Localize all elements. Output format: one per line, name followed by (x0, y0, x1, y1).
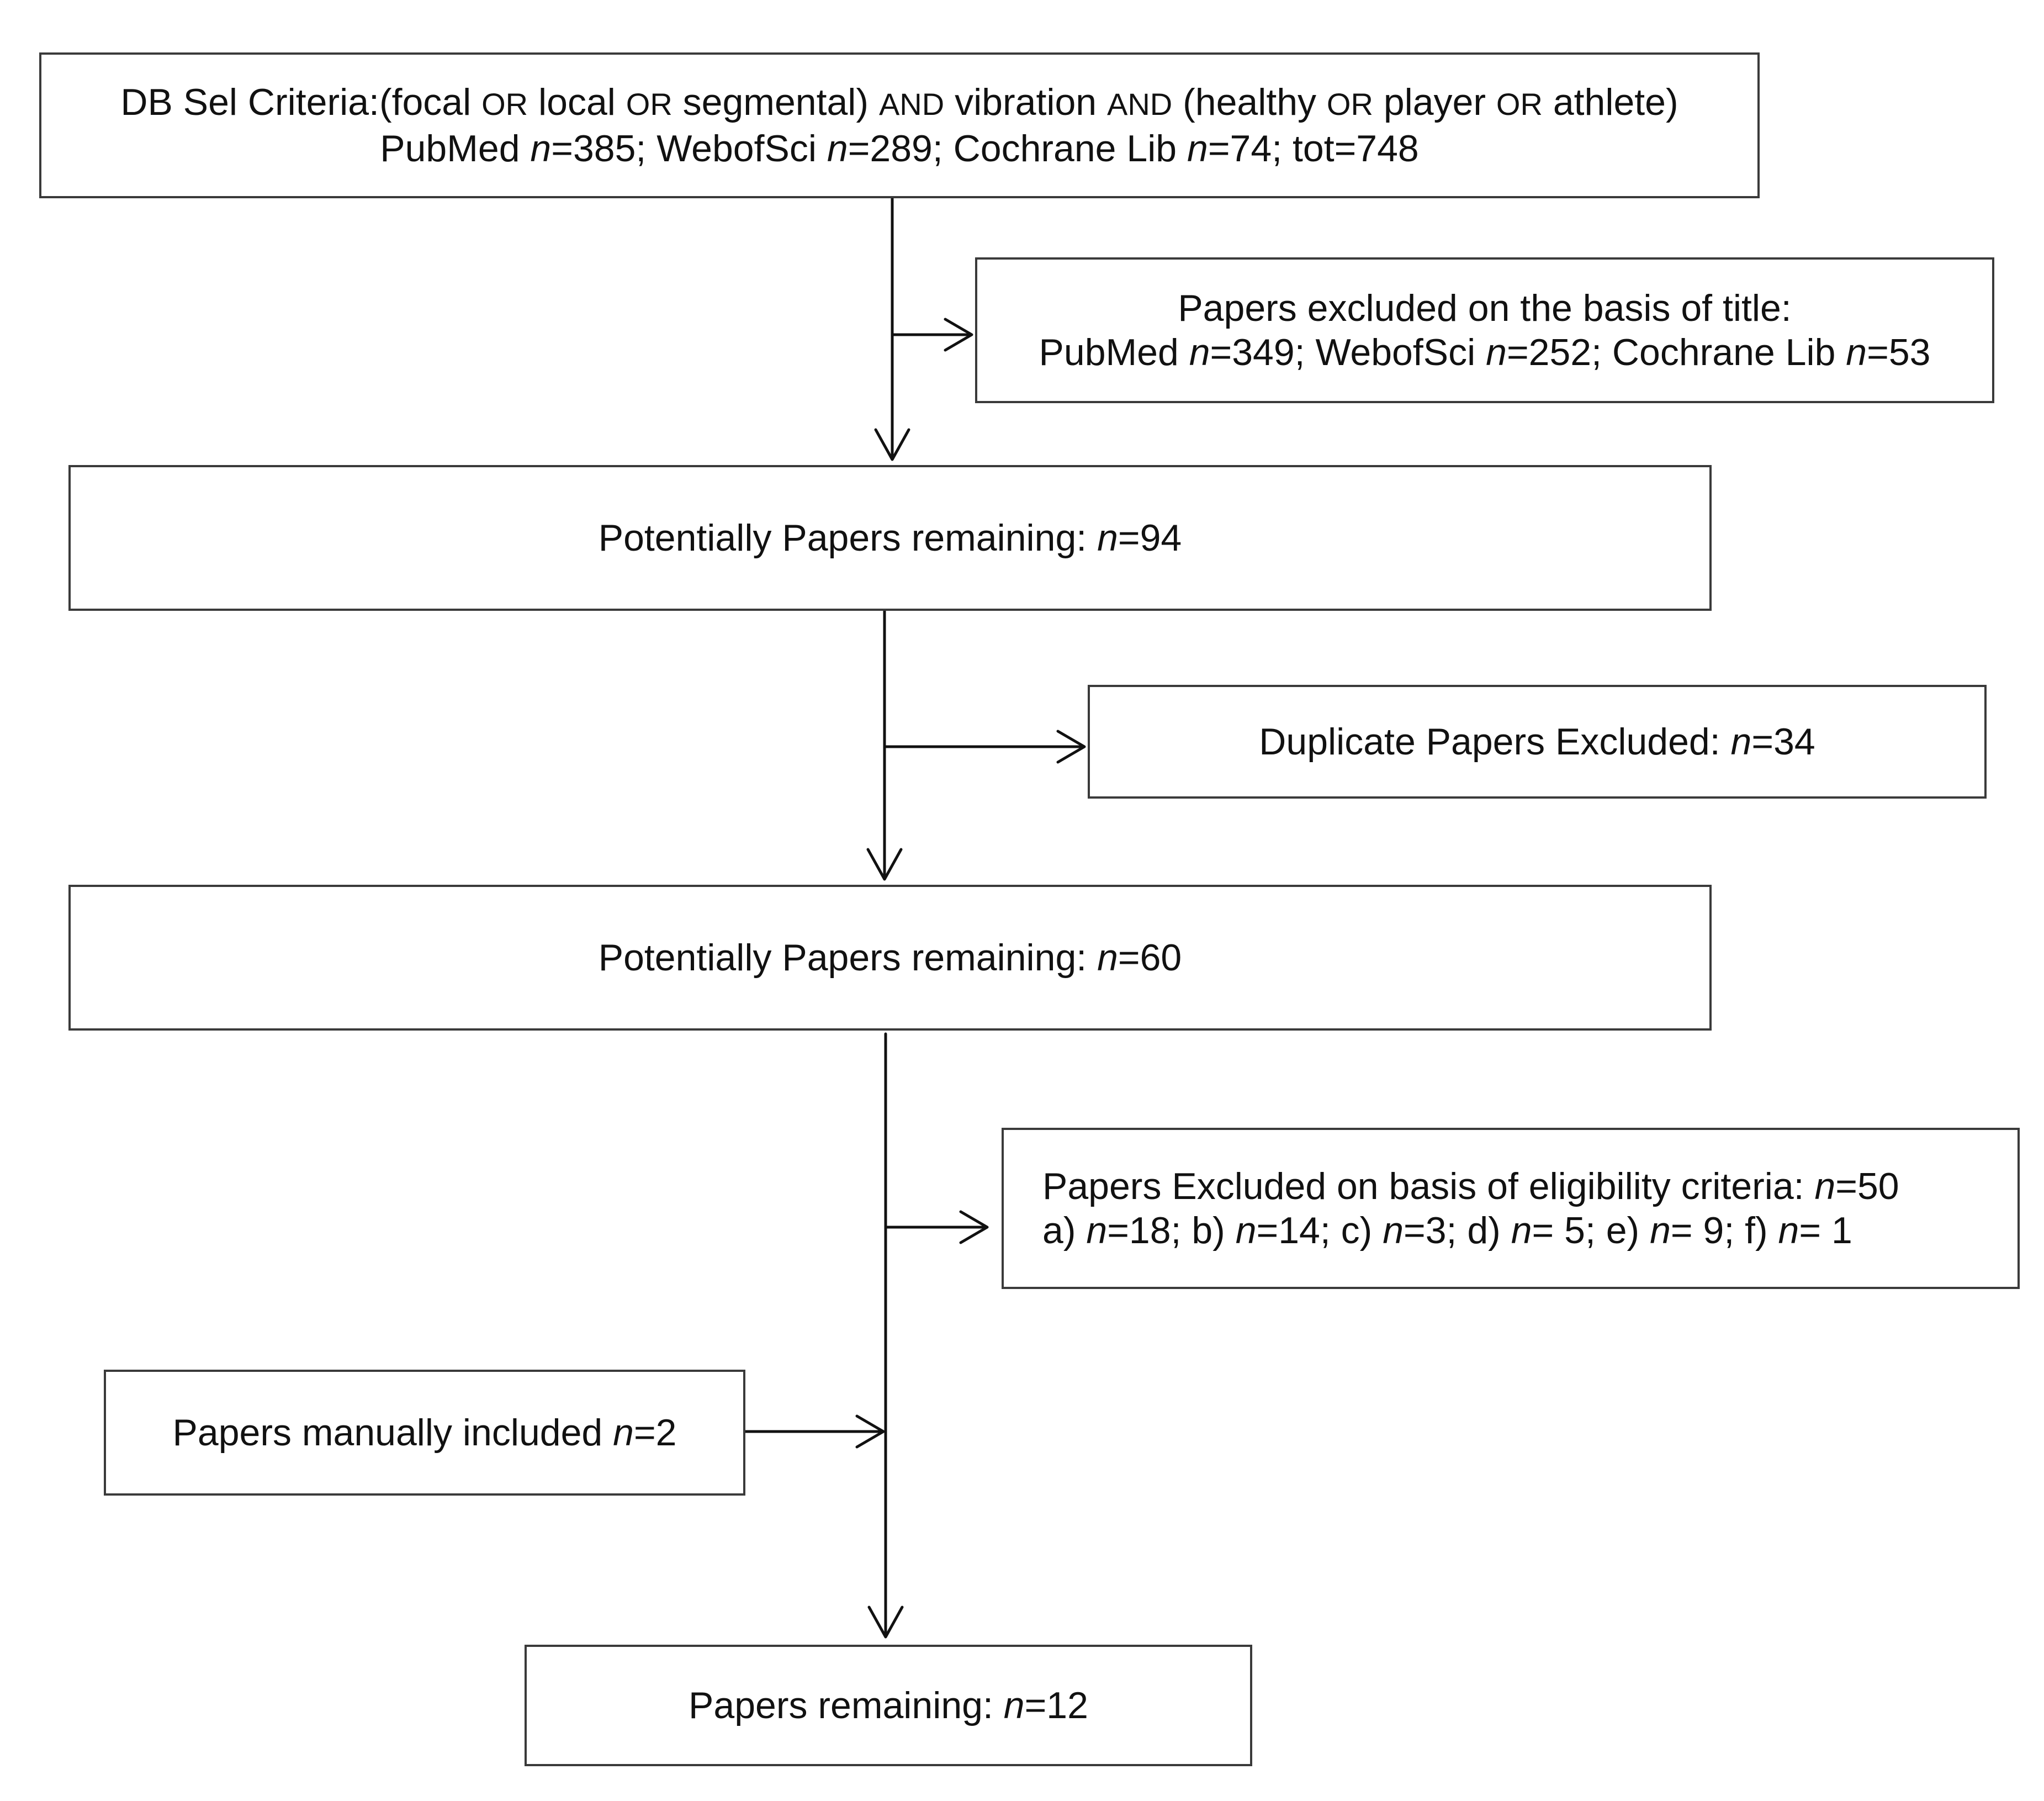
manually-included-text: Papers manually included n=2 (173, 1411, 677, 1455)
n-symbol: n (1486, 331, 1507, 373)
search-criteria-text: segmental) (672, 81, 879, 123)
n-symbol: n (1650, 1210, 1671, 1251)
n-symbol: n (1730, 721, 1752, 763)
manual-label: Papers manually included (172, 1412, 613, 1454)
eligibility-heading: Papers Excluded on basis of eligibility … (1042, 1164, 1899, 1208)
arrowhead-right-eligibility (959, 1210, 989, 1244)
n-symbol: n (1086, 1210, 1108, 1251)
n-symbol: n (1383, 1210, 1404, 1251)
remaining-94-box: Potentially Papers remaining: n=94 (68, 465, 1712, 611)
n-symbol: n (1187, 128, 1208, 170)
arrowhead-down-final (867, 1605, 904, 1639)
operator-and: AND (878, 87, 945, 122)
final-papers-box: Papers remaining: n=12 (525, 1645, 1252, 1766)
database-label: PubMed (380, 128, 531, 170)
search-criteria-text: DB Sel Criteria:(focal (120, 81, 482, 123)
criterion-count: =18; b) (1107, 1210, 1236, 1251)
remaining-count: =94 (1118, 517, 1182, 559)
final-papers-text: Papers remaining: n=12 (689, 1683, 1088, 1728)
manual-count: =2 (633, 1412, 677, 1454)
manually-included-box: Papers manually included n=2 (104, 1370, 745, 1496)
final-count: =12 (1024, 1684, 1088, 1726)
title-excluded-counts: PubMed n=349; WebofSci n=252; Cochrane L… (1039, 330, 1931, 374)
remaining-count: =60 (1118, 937, 1182, 979)
remaining-60-text: Potentially Papers remaining: n=60 (599, 936, 1182, 980)
operator-or: OR (1496, 87, 1543, 122)
n-symbol: n (1778, 1210, 1799, 1251)
remaining-94-text: Potentially Papers remaining: n=94 (599, 516, 1182, 560)
criterion-count: =14; c) (1256, 1210, 1383, 1251)
criterion-label: a) (1042, 1210, 1087, 1251)
criterion-count: = 5; e) (1532, 1210, 1650, 1251)
n-symbol: n (613, 1412, 634, 1454)
search-criteria-text: athlete) (1542, 81, 1678, 123)
duplicates-count: =34 (1751, 721, 1815, 763)
search-criteria-text: local (528, 81, 626, 123)
arrowhead-down-60 (866, 848, 903, 881)
n-symbol: n (1097, 517, 1118, 559)
database-label: PubMed (1039, 331, 1189, 373)
title-excluded-box: Papers excluded on the basis of title: P… (975, 257, 1994, 403)
eligibility-label: Papers Excluded on basis of eligibility … (1042, 1165, 1815, 1207)
arrowhead-right-duplicates (1056, 730, 1086, 764)
criterion-count: =3; d) (1404, 1210, 1511, 1251)
eligibility-count: =50 (1835, 1165, 1899, 1207)
n-symbol: n (827, 128, 848, 170)
eligibility-breakdown: a) n=18; b) n=14; c) n=3; d) n= 5; e) n=… (1042, 1208, 1852, 1253)
database-counts-line: PubMed n=385; WebofSci n=289; Cochrane L… (380, 126, 1419, 171)
criterion-count: = 9; f) (1670, 1210, 1778, 1251)
duplicates-label: Duplicate Papers Excluded: (1259, 721, 1731, 763)
n-symbol: n (1814, 1165, 1836, 1207)
n-symbol: n (1846, 331, 1867, 373)
database-count: =252; Cochrane Lib (1506, 331, 1846, 373)
database-count: =289; Cochrane Lib (848, 128, 1188, 170)
final-label: Papers remaining: (689, 1684, 1004, 1726)
operator-or: OR (1326, 87, 1373, 122)
remaining-label: Potentially Papers remaining: (598, 937, 1098, 979)
duplicates-excluded-box: Duplicate Papers Excluded: n=34 (1088, 685, 1987, 799)
database-count: =74; tot=748 (1208, 128, 1419, 170)
database-count: =53 (1867, 331, 1931, 373)
n-symbol: n (530, 128, 552, 170)
arrowhead-right-manual (855, 1414, 885, 1449)
search-criteria-text: vibration (944, 81, 1107, 123)
n-symbol: n (1235, 1210, 1257, 1251)
remaining-label: Potentially Papers remaining: (598, 517, 1098, 559)
search-criteria-line: DB Sel Criteria:(focal OR local OR segme… (120, 80, 1678, 126)
search-criteria-box: DB Sel Criteria:(focal OR local OR segme… (39, 52, 1760, 198)
eligibility-excluded-box: Papers Excluded on basis of eligibility … (1002, 1128, 2020, 1289)
n-symbol: n (1189, 331, 1210, 373)
duplicates-excluded-text: Duplicate Papers Excluded: n=34 (1259, 720, 1815, 764)
arrowhead-right-title (944, 318, 973, 352)
criterion-count: = 1 (1799, 1210, 1852, 1251)
title-excluded-heading: Papers excluded on the basis of title: (1178, 287, 1792, 329)
remaining-60-box: Potentially Papers remaining: n=60 (68, 885, 1712, 1031)
arrowhead-down-94 (874, 428, 910, 461)
operator-or: OR (626, 87, 672, 122)
database-count: =349; WebofSci (1210, 331, 1486, 373)
n-symbol: n (1097, 937, 1118, 979)
search-criteria-text: player (1373, 81, 1496, 123)
operator-or: OR (481, 87, 528, 122)
n-symbol: n (1511, 1210, 1532, 1251)
search-criteria-text: (healthy (1172, 81, 1327, 123)
n-symbol: n (1003, 1684, 1025, 1726)
operator-and: AND (1106, 87, 1173, 122)
database-count: =385; WebofSci (551, 128, 827, 170)
